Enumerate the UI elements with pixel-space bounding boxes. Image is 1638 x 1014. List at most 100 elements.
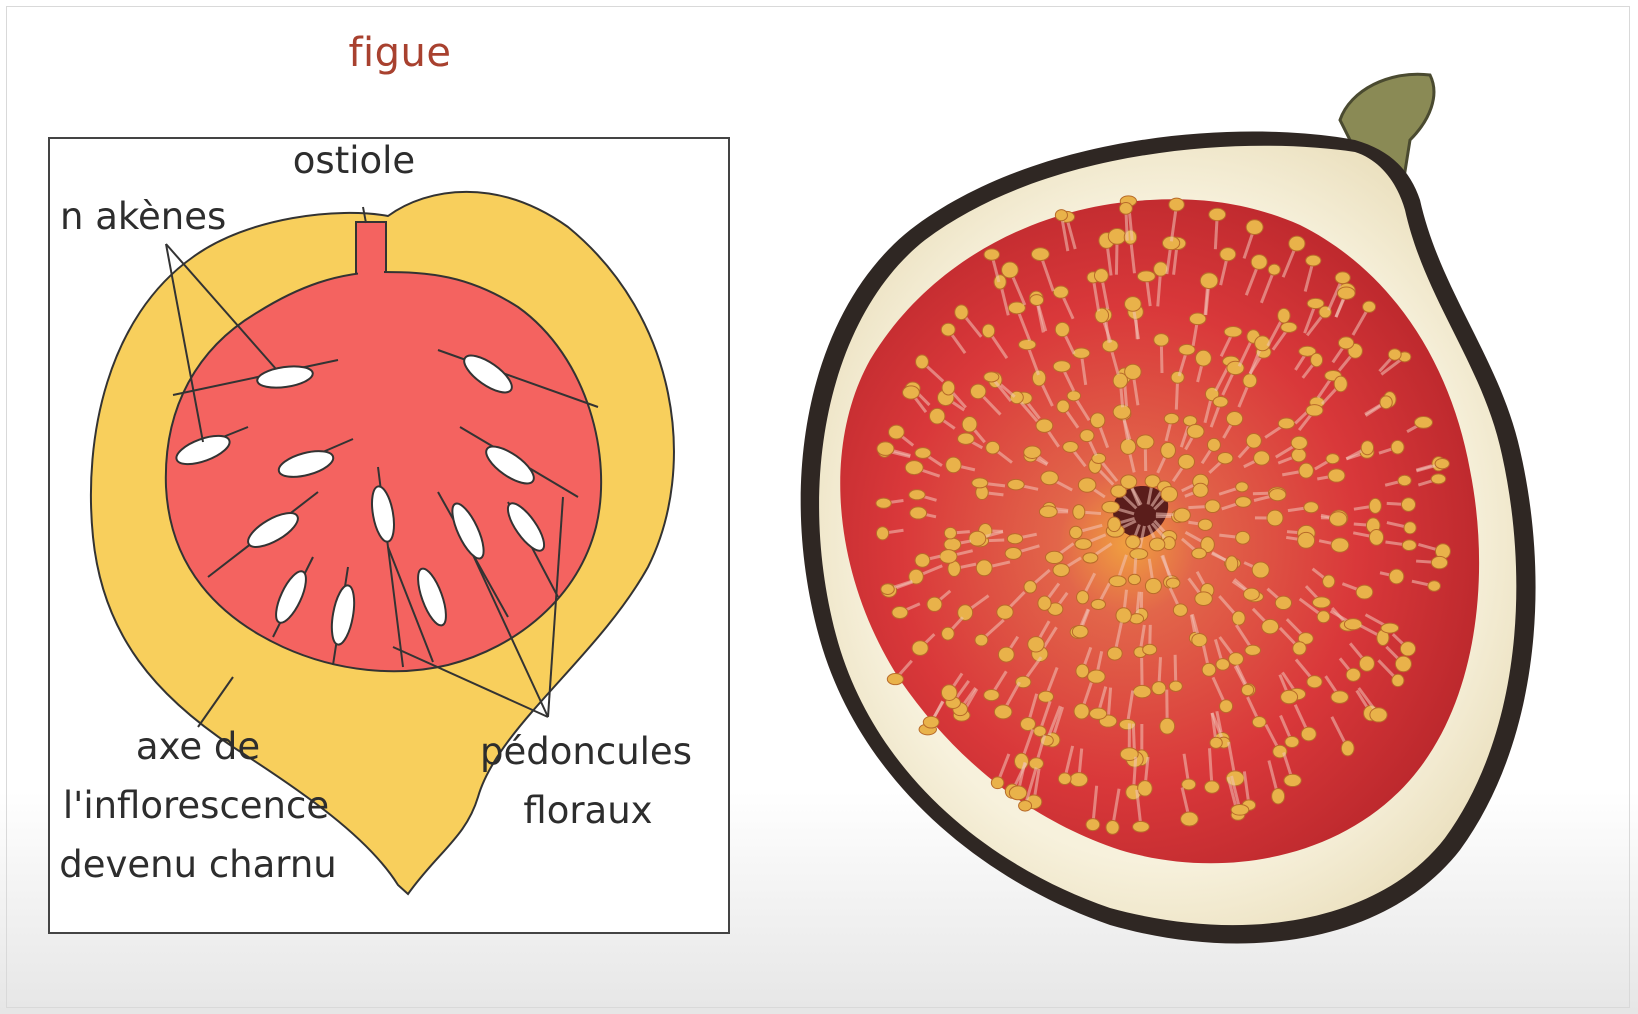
fig-seed [1229,653,1244,666]
fig-seed [982,324,994,338]
fig-seed [1007,534,1022,544]
fig-seed [1086,819,1100,831]
fig-seed [1074,704,1089,719]
fig-seed [1209,208,1226,220]
fig-seed [1359,656,1374,671]
fig-seed [1278,308,1290,323]
fig-seed [1174,508,1190,522]
fig-seed [986,441,1000,454]
fig-seed [1149,538,1164,551]
fig-seed [1207,438,1220,451]
fig-seed [1107,647,1122,660]
fig-seed [1130,549,1148,560]
fig-seed [1313,597,1331,608]
fig-seed [1164,413,1179,424]
fig-seed [970,384,985,399]
fig-seed [1272,788,1285,804]
fig-seed [1031,248,1049,261]
fig-seed [1024,446,1041,458]
fig-seed [1232,611,1245,625]
fig-seed [958,433,975,444]
fig-seed [1369,530,1383,546]
fig-seed [1246,220,1263,235]
fig-seed [1246,434,1261,449]
fig-seed [1380,396,1392,409]
fig-seed [984,249,999,260]
fig-seed [1005,547,1021,559]
fig-seed [1034,726,1046,737]
fig-seed [1178,454,1194,469]
fig-seed [1152,682,1166,695]
fig-seed [984,372,999,382]
fig-seed [1073,505,1085,520]
fig-seed [1435,459,1449,469]
label-axe-line1: axe de [136,725,260,768]
fig-seed [1398,475,1411,485]
fig-seed [1154,262,1168,276]
fig-seed [1285,736,1299,747]
fig-seed [892,607,908,619]
fig-seed [1133,685,1151,697]
fig-seed [1195,592,1212,606]
fig-seed [1370,708,1387,722]
fig-seed [1331,691,1348,703]
fig-seed [1171,371,1184,383]
fig-seed [1216,659,1230,670]
fig-seed [941,323,955,336]
fig-seed [1169,198,1184,211]
fig-seed [1226,556,1238,572]
fig-seed [1055,322,1069,336]
fig-seed [1335,272,1350,284]
fig-seed [1242,684,1254,695]
fig-seed [1189,313,1205,325]
fig-seed [991,777,1004,789]
fig-seed [1133,821,1150,832]
fig-seed [1192,633,1207,646]
fig-seed [975,634,988,646]
fig-seed [1284,774,1301,786]
fig-seed [1145,578,1161,593]
fig-seed [1161,487,1178,502]
fig-seed [1301,727,1316,741]
ostiole-join [358,257,384,287]
fig-seed [1402,540,1416,551]
fig-seed [1231,805,1249,816]
fig-seed [916,355,929,369]
fig-seed [969,531,986,546]
fig-seed [1102,501,1120,512]
label-pedoncules-line2: floraux [523,789,652,832]
fig-seed [1337,287,1355,299]
fig-seed [1057,400,1070,413]
fig-seed [1307,676,1322,688]
fig-seed [1094,269,1108,283]
fig-seed [1292,448,1307,461]
fig-seed [1404,522,1416,534]
fig-seed [1181,812,1199,826]
fig-seed [915,553,930,567]
fig-seed [1361,441,1373,455]
fig-seed [1119,202,1132,214]
fig-seed [1251,255,1267,270]
fig-seed [1045,551,1063,563]
fig-seed [1431,474,1446,484]
fig-seed [1092,453,1106,463]
fig-seed [1019,800,1032,811]
fig-seed [1078,478,1096,492]
fig-seed [1391,440,1404,454]
fig-diagram-svg: ostiole n akènes axe de l'inflorescence … [48,137,730,934]
slide-title: figue [0,30,800,76]
fig-seed [912,641,928,656]
fig-seed [1328,469,1345,482]
fig-seed [997,605,1013,619]
fig-seed [1205,500,1220,513]
fig-seed [944,527,956,539]
fig-seed [998,647,1014,662]
fig-seed [1323,575,1335,588]
fig-seed [984,690,999,701]
label-ostiole: ostiole [293,139,415,182]
fig-seed [1126,535,1141,548]
fig-seed [1278,418,1294,429]
fig-seed [1154,334,1169,346]
fig-seed [877,442,894,456]
